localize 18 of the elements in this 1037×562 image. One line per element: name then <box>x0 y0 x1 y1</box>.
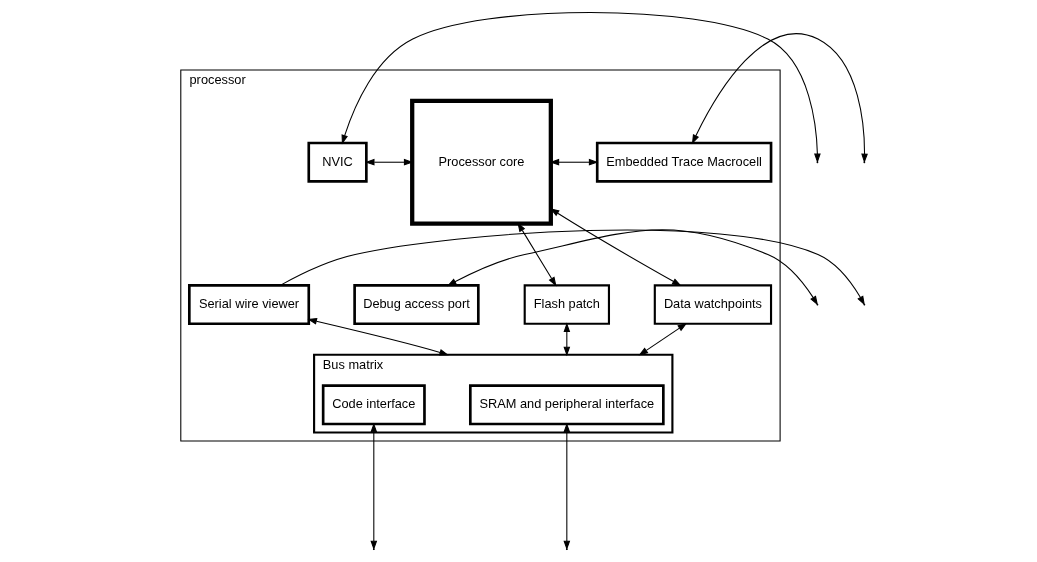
node-box: Embedded Trace Macrocell <box>595 141 773 183</box>
node-box: Code interface <box>321 384 426 426</box>
node-box: Serial wire viewer <box>188 284 311 326</box>
arrow <box>446 229 819 306</box>
arrow <box>279 229 865 306</box>
arrow <box>549 158 599 166</box>
arrow <box>517 222 557 287</box>
node-box: Data watchpoints <box>653 284 773 325</box>
arrow <box>307 318 449 356</box>
node-box: NVIC <box>307 141 368 183</box>
node-box: Processor core <box>410 98 553 226</box>
arrow <box>638 322 688 356</box>
node-box: SRAM and peripheral interface <box>469 384 665 426</box>
node-box: Flash patch <box>523 284 610 325</box>
arrow <box>364 158 414 166</box>
arrow <box>563 322 571 357</box>
node-box: Debug access port <box>353 284 480 326</box>
arrow <box>549 208 682 287</box>
